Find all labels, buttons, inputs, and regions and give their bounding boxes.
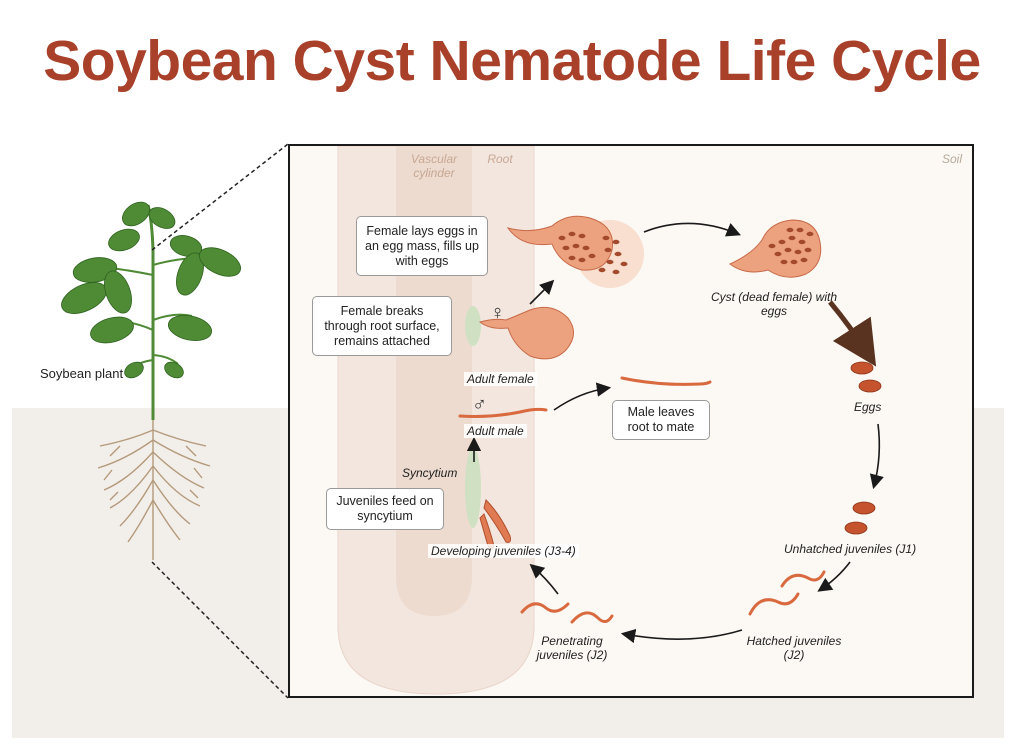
stage-adult-male-label: Adult male	[464, 424, 527, 438]
arrow-hatched-to-penetrating	[620, 628, 743, 644]
page-title: Soybean Cyst Nematode Life Cycle	[43, 29, 981, 93]
life-cycle-panel: Soil Vascular cylinder Root Female lays …	[288, 144, 974, 698]
breaks-through-box: Female breaks through root surface, rema…	[312, 296, 452, 356]
arrow-male-to-leaves	[553, 382, 612, 411]
arrow-cyst-to-eggs	[828, 300, 877, 367]
penetrating-juveniles-icon	[520, 602, 614, 624]
stage-cyst-label: Cyst (dead female) with eggs	[710, 290, 838, 318]
cyst-icon	[729, 219, 822, 278]
egg-icon	[850, 361, 882, 393]
adult-female-icon	[478, 306, 574, 360]
arrow-unhatched-to-hatched	[817, 561, 851, 592]
stage-syncytium-label: Syncytium	[402, 466, 458, 480]
plant-label: Soybean plant	[40, 366, 124, 381]
stage-developing-label: Developing juveniles (J3-4)	[428, 544, 579, 558]
stage-penetrating-label: Penetrating juveniles (J2)	[536, 634, 608, 662]
vascular-cylinder-label: Vascular cylinder	[410, 152, 458, 180]
egg-laying-female-icon	[506, 215, 644, 288]
juveniles-feed-box: Juveniles feed on syncytium	[326, 488, 444, 530]
root-label: Root	[487, 152, 513, 166]
adult-male-icon	[458, 407, 548, 418]
hatched-juveniles-icon	[748, 570, 826, 616]
lays-eggs-box: Female lays eggs in an egg mass, fills u…	[356, 216, 488, 276]
female-symbol-icon: ♀	[490, 302, 505, 324]
arrow-female-to-eggmass	[529, 279, 555, 305]
syncytium-patch-upper	[465, 306, 481, 346]
stage-unhatched-label: Unhatched juveniles (J1)	[784, 542, 917, 556]
arrow-eggs-to-unhatched	[869, 423, 884, 490]
stage-adult-female-label: Adult female	[464, 372, 537, 386]
male-leaving-icon	[620, 376, 712, 386]
male-leaves-box: Male leaves root to mate	[612, 400, 710, 440]
arrow-to-cyst	[643, 222, 741, 237]
syncytium-patch-lower	[465, 448, 481, 528]
male-symbol-icon: ♂	[472, 394, 487, 416]
stage-eggs-label: Eggs	[854, 400, 882, 414]
stage-hatched-label: Hatched juveniles (J2)	[746, 634, 842, 662]
arrow-penetrating-to-developing	[529, 563, 559, 595]
soil-label: Soil	[941, 152, 962, 166]
unhatched-egg-icon	[844, 501, 876, 535]
